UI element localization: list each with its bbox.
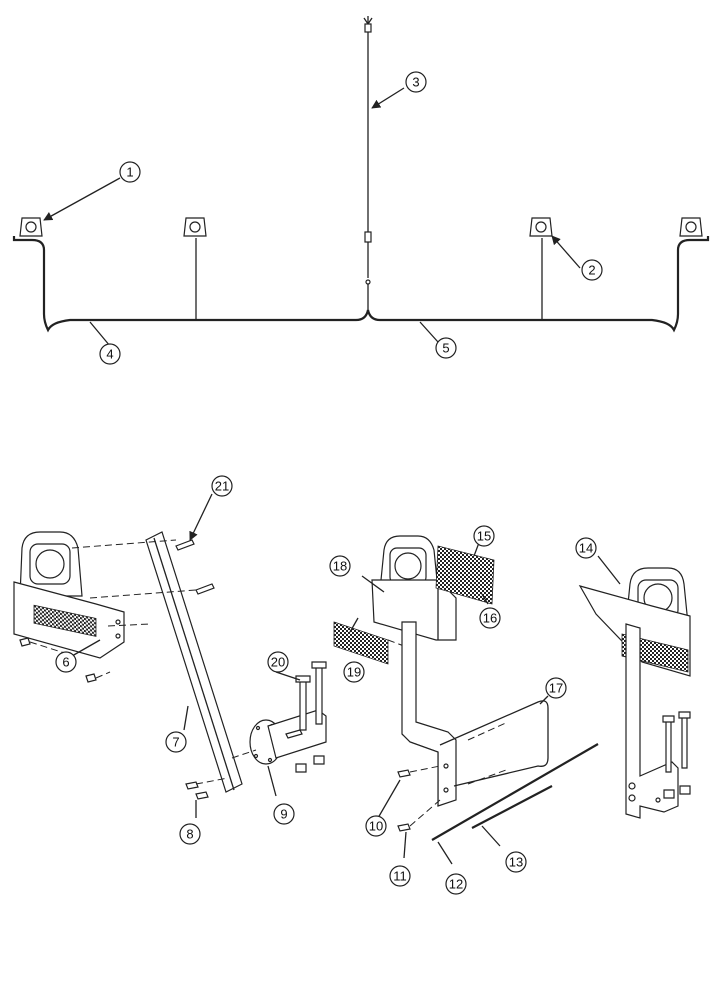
callout-7: 7: [165, 731, 187, 753]
callout-2: 2: [581, 259, 603, 281]
right-lamp-bracket-assembly: [578, 567, 691, 819]
svg-text:8: 8: [186, 827, 193, 842]
callout-15: 15: [473, 525, 495, 547]
wiring-harness: [12, 16, 710, 333]
svg-text:1: 1: [126, 165, 133, 180]
reflector-strip: [333, 621, 389, 665]
callout-8: 8: [179, 823, 201, 845]
lamp-right-inner: [529, 217, 553, 237]
svg-text:5: 5: [442, 341, 449, 356]
callout-17: 17: [545, 677, 567, 699]
callout-4: 4: [99, 343, 121, 365]
svg-text:20: 20: [271, 655, 285, 670]
svg-text:9: 9: [280, 807, 287, 822]
harness-connector-plug: [363, 16, 373, 26]
callout-6: 6: [55, 651, 77, 673]
callout-11: 11: [389, 865, 411, 887]
callout-16: 16: [479, 607, 501, 629]
leader-lines: [43, 87, 621, 865]
svg-text:6: 6: [62, 655, 69, 670]
left-lamp-bracket-assembly: [13, 531, 327, 800]
callout-1: 1: [119, 161, 141, 183]
lamp-right-outer: [679, 217, 703, 237]
callout-18: 18: [329, 555, 351, 577]
callout-20: 20: [267, 651, 289, 673]
svg-text:3: 3: [412, 75, 419, 90]
svg-text:21: 21: [215, 479, 229, 494]
rod-long: [431, 743, 599, 841]
callout-13: 13: [505, 851, 527, 873]
reflector-decal: [435, 545, 495, 605]
callout-21: 21: [211, 475, 233, 497]
left-harness: [12, 236, 370, 333]
svg-text:16: 16: [483, 611, 497, 626]
svg-text:18: 18: [333, 559, 347, 574]
svg-text:7: 7: [172, 735, 179, 750]
svg-text:13: 13: [509, 855, 523, 870]
svg-text:10: 10: [369, 819, 383, 834]
callout-9: 9: [273, 803, 295, 825]
center-lamp-bracket-assembly: [333, 535, 599, 841]
svg-text:15: 15: [477, 529, 491, 544]
callout-12: 12: [445, 873, 467, 895]
harness-inline-connector: [364, 231, 372, 243]
lamp-left-inner: [183, 217, 207, 237]
hoop-handle: [439, 700, 549, 787]
callout-5: 5: [435, 337, 457, 359]
callout-3: 3: [405, 71, 427, 93]
callout-14: 14: [575, 537, 597, 559]
right-harness: [366, 236, 710, 333]
svg-text:19: 19: [347, 665, 361, 680]
callout-19: 19: [343, 661, 365, 683]
svg-text:12: 12: [449, 877, 463, 892]
rod-short: [471, 785, 553, 829]
svg-text:17: 17: [549, 681, 563, 696]
svg-text:14: 14: [579, 541, 593, 556]
lamp-left-outer: [19, 217, 43, 237]
svg-text:11: 11: [393, 869, 407, 884]
bracket-leg-right: [625, 623, 679, 819]
svg-text:4: 4: [106, 347, 113, 362]
callout-10: 10: [365, 815, 387, 837]
svg-text:2: 2: [588, 263, 595, 278]
